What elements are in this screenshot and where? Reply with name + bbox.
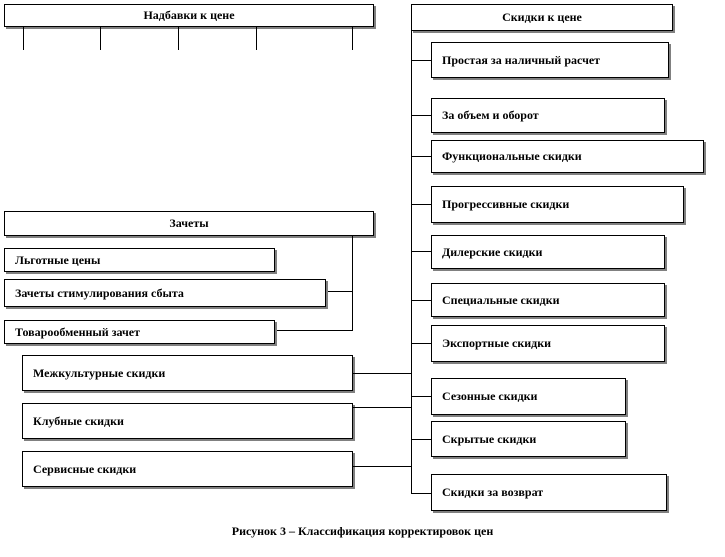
skidki-item: Скрытые скидки — [431, 421, 626, 457]
skidki-box: Скидки к цене — [411, 4, 673, 31]
left-skidki-connector-1 — [353, 373, 411, 374]
skidki-branch-2 — [411, 115, 431, 116]
skidki-branch-8 — [411, 396, 431, 397]
skidki-item: Сезонные скидки — [431, 378, 626, 415]
skidki-branch-1 — [411, 60, 431, 61]
zachety-item: Льготные цены — [4, 248, 275, 272]
nadbavki-box: Надбавки к цене — [4, 4, 374, 27]
zachety-branch-3 — [275, 330, 353, 331]
skidki-item: Простая за наличный расчет — [431, 42, 669, 78]
skidki-branch-7 — [411, 343, 431, 344]
skidki-item: Скидки за возврат — [431, 474, 667, 511]
skidki-item: Экспортные скидки — [431, 325, 665, 362]
skidki-item: За объем и оборот — [431, 98, 665, 133]
left-skidki-connector-3 — [353, 466, 411, 467]
skidki-item: Специальные скидки — [431, 283, 665, 317]
skidki-item: Дилерские скидки — [431, 235, 665, 269]
zachety-item: Зачеты стимулирования сбыта — [4, 279, 326, 307]
nadbavki-tick-2 — [100, 27, 101, 50]
skidki-branch-6 — [411, 300, 431, 301]
nadbavki-title: Надбавки к цене — [143, 8, 235, 22]
skidki-item: Прогрессивные скидки — [431, 186, 684, 223]
zachety-branch-2 — [326, 291, 352, 292]
left-skidki-item: Сервисные скидки — [22, 451, 353, 487]
nadbavki-tick-1 — [23, 27, 24, 50]
left-skidki-item: Клубные скидки — [22, 403, 353, 439]
left-skidki-connector-2 — [353, 407, 411, 408]
zachety-box: Зачеты — [4, 211, 374, 236]
skidki-trunk — [411, 31, 412, 493]
left-skidki-item: Межкультурные скидки — [22, 355, 353, 391]
skidki-title: Скидки к цене — [502, 10, 582, 24]
nadbavki-tick-5 — [352, 27, 353, 50]
zachety-title: Зачеты — [169, 216, 209, 230]
figure-caption: Рисунок 3 – Классификация корректировок … — [231, 524, 494, 538]
skidki-branch-3 — [411, 156, 431, 157]
nadbavki-tick-3 — [178, 27, 179, 50]
skidki-item: Функциональные скидки — [431, 140, 704, 173]
skidki-branch-4 — [411, 204, 431, 205]
nadbavki-tick-4 — [256, 27, 257, 50]
skidki-branch-5 — [411, 251, 431, 252]
zachety-trunk — [352, 236, 353, 330]
skidki-branch-10 — [411, 493, 431, 494]
zachety-item: Товарообменный зачет — [4, 320, 275, 344]
skidki-branch-9 — [411, 439, 431, 440]
